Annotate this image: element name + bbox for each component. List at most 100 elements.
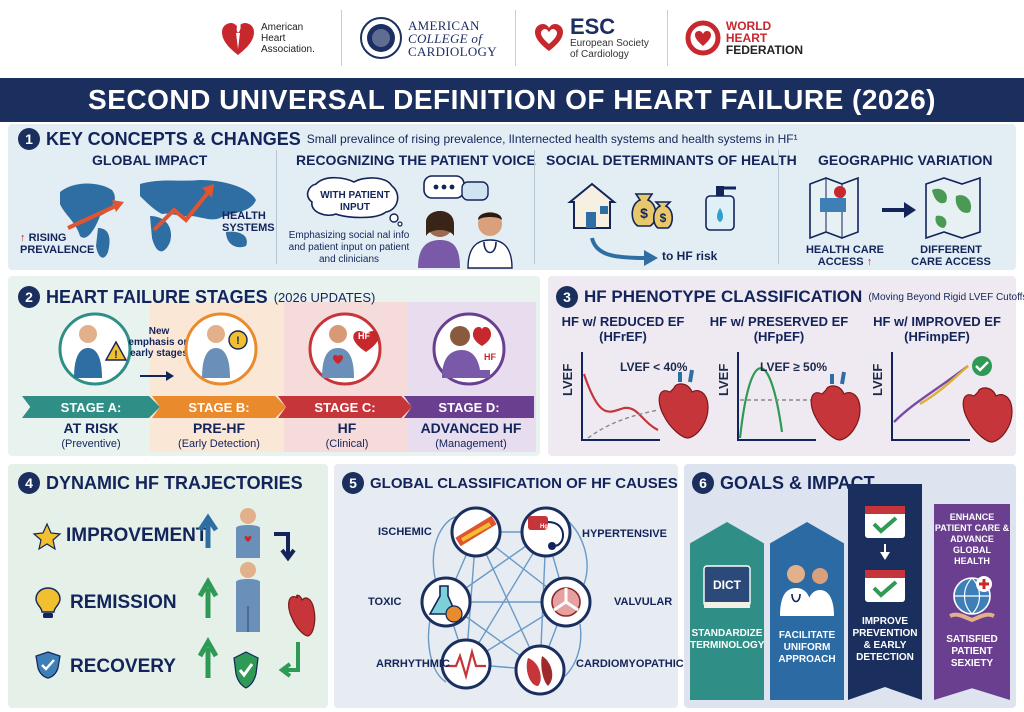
whf-line-1: WORLD [725, 19, 772, 33]
divider [534, 150, 535, 264]
lightbulb-icon [35, 587, 61, 618]
stage-a-name: AT RISK [63, 420, 119, 436]
early-stages-arrow-icon [140, 371, 174, 381]
goal-facilitate-text: FACILITATE UNIFORM APPROACH [778, 630, 836, 665]
section-2-heading: HEART FAILURE STAGES [46, 286, 268, 307]
globe-hands-icon [949, 576, 995, 623]
whf-line-2: HEART [725, 31, 768, 45]
aha-logo: American Heart Association. [203, 10, 341, 66]
patient-voice-heading: RECOGNIZING THE PATIENT VOICE [296, 152, 536, 168]
world-map-icon [60, 180, 256, 258]
global-impact-heading: GLOBAL IMPACT [92, 152, 208, 168]
acc-logo: AMERICAN COLLEGE of CARDIOLOGY [340, 10, 515, 66]
patient-input-bubble-text: WITH PATIENT INPUT [320, 190, 390, 213]
acc-seal-icon [359, 17, 402, 59]
stage-d-desc: (Management) [435, 438, 507, 450]
down-arrow-icon [880, 544, 890, 560]
goal-patient-text: SATISFIED PATIENT SEXIETY [946, 634, 998, 669]
hfref-cutoff-label: LVEF < 40% [620, 360, 688, 374]
speech-bubble-icon [306, 176, 403, 227]
hfref-heading: HF w/ REDUCED EF(HFrEF) [561, 314, 685, 344]
stage-d-name: ADVANCED HF [420, 420, 522, 436]
rising-label: ↑ RISING PREVALENCE [20, 232, 95, 256]
hfref-axis-label: LVEF [560, 363, 575, 396]
clinicians-icon [780, 565, 834, 616]
access-up-arrow-icon: ↑ [863, 256, 873, 268]
section-4-number: 4 [18, 472, 40, 494]
divider [778, 150, 779, 264]
stage-b-bar: STAGE B: [152, 396, 286, 418]
section-1-title: 1 KEY CONCEPTS & CHANGES Small prevalinc… [18, 128, 798, 150]
hfimpef-axis-label: LVEF [870, 363, 885, 396]
cause-hypertensive: HYPERTENSIVE [582, 528, 667, 540]
causes-network-diagram [420, 506, 592, 696]
section-4-heading: DYNAMIC HF TRAJECTORIES [46, 472, 303, 493]
hfpef-cutoff-label: LVEF ≥ 50% [760, 360, 828, 374]
rising-arrow-icon: ↑ [20, 232, 26, 244]
dictionary-book-icon [703, 565, 751, 608]
svg-text:!: ! [114, 349, 118, 361]
goal-prevention-text: IMPROVE PREVENTION & EARLY DETECTION [852, 616, 918, 663]
house-money-sanitizer-icon: $ $ [567, 182, 736, 266]
stage-d-bar: STAGE D: [404, 396, 534, 418]
section-3-heading: HF PHENOTYPE CLASSIFICATION [584, 287, 863, 306]
whf-line-3: FEDERATION [725, 43, 803, 57]
stage-a-person-icon: ! [58, 312, 132, 386]
hgh-label: Hgh [540, 524, 552, 530]
hfpef-axis-label: LVEF [716, 363, 731, 396]
logo-bar: American Heart Association. AMERICAN COL… [0, 0, 1024, 76]
section-1-number: 1 [18, 128, 40, 150]
esc-abbr: ESC [569, 14, 616, 39]
acc-line-2: COLLEGE of [407, 30, 483, 46]
acc-line-3: CARDIOLOGY [407, 43, 497, 59]
book-dict-label: DICT [713, 578, 741, 592]
cause-ischemic: ISCHEMIC [378, 526, 432, 538]
hfref-lvef-chart [581, 352, 709, 441]
cause-cardiomyopathic: CARDIOMYOPATHIC [576, 658, 684, 670]
section-5-title: 5 GLOBAL CLASSIFICATION OF HF CAUSES [342, 472, 678, 494]
prevalence-label: PREVALENCE [20, 244, 95, 256]
hfimpef-lvef-chart [891, 352, 1013, 443]
stage-b-person-icon: ! [184, 312, 258, 386]
stage-d-hf-label: HF [484, 352, 496, 362]
whf-logo: WORLD HEART FEDERATION [666, 10, 821, 66]
hf-risk-label: to HF risk [662, 249, 718, 263]
calendar-check-icon [865, 570, 905, 602]
calendar-check-icon [865, 506, 905, 538]
section-trajectories [8, 464, 328, 708]
stage-d-person-icon [432, 312, 506, 386]
whf-heart-icon [685, 20, 721, 56]
trajectory-figures-icon [197, 508, 316, 689]
section-1-subtitle: Small prevalince of rising prevalence, l… [306, 132, 798, 146]
esc-line-1: European Society [569, 38, 649, 49]
cause-valvular: VALVULAR [614, 596, 673, 608]
patient-clinician-icon [418, 175, 513, 269]
acc-name: AMERICAN COLLEGE of CARDIOLOGY [408, 19, 497, 58]
acc-line-1: AMERICAN [407, 17, 480, 33]
section-3-subtitle: (Moving Beyond Rigid LVEF Cutoffs) [868, 291, 1024, 303]
stage-c-person-icon [308, 312, 382, 386]
stage-c-desc: (Clinical) [325, 438, 369, 450]
section-2-subtitle: (2026 UPDATES) [273, 289, 376, 305]
esc-line-2: of Cardiology [569, 49, 629, 60]
cause-arrhythmic: ARRHYTHMIC [376, 658, 450, 670]
hfimpef-heading: HF w/ IMPROVED EF(HFimpEF) [873, 314, 1001, 344]
arrhythmic-icon [440, 638, 492, 690]
esc-name: ESC European Society of Cardiology [569, 14, 649, 61]
improvement-label: IMPROVEMENT [66, 525, 208, 546]
stage-a-bar: STAGE A: [22, 396, 160, 418]
section-2-title: 2 HEART FAILURE STAGES (2026 UPDATES) [18, 286, 375, 308]
early-stages-note: New emphasis on early stages [128, 326, 190, 359]
section-6-heading: GOALS & IMPACT [720, 472, 875, 493]
remission-label: REMISSION [70, 592, 177, 613]
section-6-title: 6 GOALS & IMPACT [692, 472, 875, 494]
social-determinants-heading: SOCIAL DETERMINANTS OF HEALTH [546, 152, 797, 168]
section-4-title: 4 DYNAMIC HF TRAJECTORIES [18, 472, 303, 494]
stage-c-hf-badge: HF [358, 331, 370, 341]
svg-text:$: $ [640, 205, 648, 221]
svg-text:$: $ [660, 211, 667, 225]
esc-logo: ESC European Society of Cardiology [514, 10, 667, 66]
